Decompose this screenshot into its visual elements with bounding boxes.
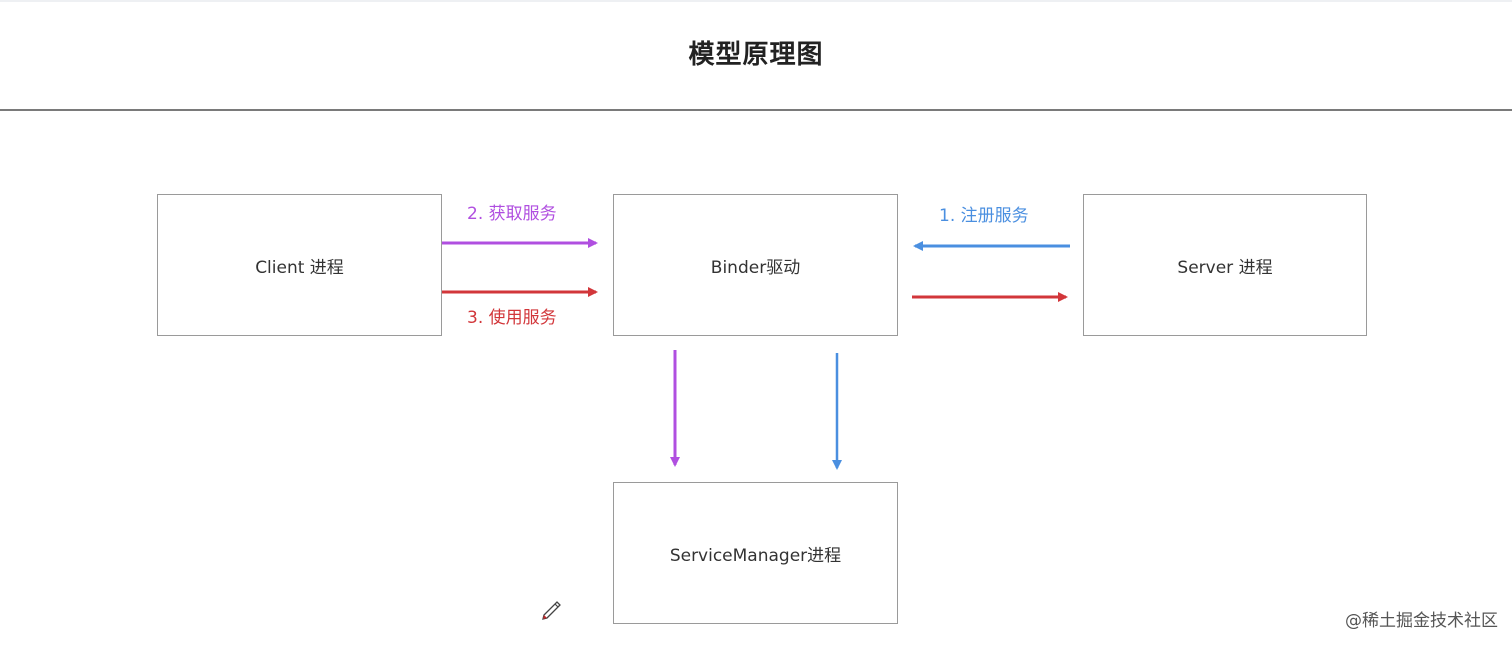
title-divider xyxy=(0,109,1512,111)
top-rule xyxy=(0,0,1512,2)
binder-driver-box: Binder驱动 xyxy=(613,194,898,336)
use-service-label: 3. 使用服务 xyxy=(467,308,557,328)
binder-driver-label: Binder驱动 xyxy=(710,257,801,278)
watermark: @稀土掘金技术社区 xyxy=(1345,611,1498,631)
client-process-label: Client 进程 xyxy=(255,257,344,278)
service-manager-box: ServiceManager进程 xyxy=(613,482,898,624)
server-process-label: Server 进程 xyxy=(1177,257,1273,278)
server-process-box: Server 进程 xyxy=(1083,194,1367,336)
client-process-box: Client 进程 xyxy=(157,194,442,336)
service-manager-label: ServiceManager进程 xyxy=(669,545,842,566)
pen-icon xyxy=(542,601,561,620)
diagram-title: 模型原理图 xyxy=(688,40,824,70)
register-service-label: 1. 注册服务 xyxy=(939,206,1029,226)
get-service-label: 2. 获取服务 xyxy=(467,204,557,224)
